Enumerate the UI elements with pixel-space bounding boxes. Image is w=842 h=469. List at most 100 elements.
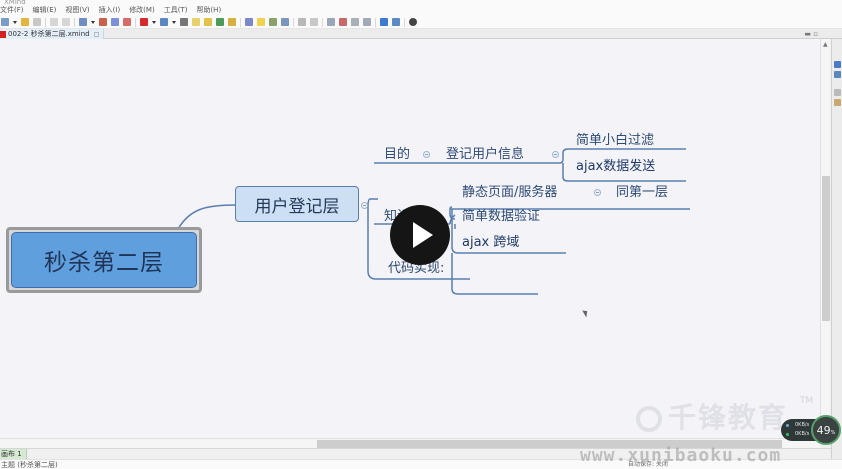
- brand-logo-icon: [636, 406, 662, 432]
- download-indicator-icon: [786, 433, 789, 436]
- toolbar-separator: [322, 17, 323, 27]
- menu-view[interactable]: 视图(V): [65, 6, 90, 14]
- properties-panel-icon[interactable]: [834, 89, 841, 96]
- main-topic-label: 用户登记层: [254, 196, 340, 217]
- menu-edit[interactable]: 编辑(E): [32, 6, 57, 14]
- trademark-mark: TM: [800, 396, 814, 406]
- subtopic-simple-filter[interactable]: 简单小白过滤: [576, 133, 655, 148]
- menu-modify[interactable]: 修改(M): [129, 6, 155, 14]
- sheet-tab-bar: 画布 1: [0, 448, 831, 460]
- url-watermark: www.xunibaoku.com: [580, 445, 782, 466]
- brainstorm-icon[interactable]: [298, 18, 306, 26]
- audio-icon[interactable]: [228, 18, 236, 26]
- vertical-scrollbar[interactable]: ▲: [820, 39, 830, 438]
- vertical-scroll-thumb[interactable]: [822, 176, 830, 321]
- style-icon[interactable]: [310, 18, 318, 26]
- download-speed: 0KB/s: [795, 431, 810, 437]
- subtopic-icon[interactable]: [99, 18, 107, 26]
- chevron-down-icon[interactable]: [13, 20, 17, 24]
- hyperlink-icon[interactable]: [216, 18, 224, 26]
- zoom-out-icon[interactable]: [363, 18, 371, 26]
- menu-help[interactable]: 帮助(H): [196, 6, 222, 14]
- xmind-file-icon: [0, 30, 6, 38]
- usage-percent: 49%: [816, 423, 836, 437]
- toolbar-separator: [74, 17, 75, 27]
- subtopic-code-implementation[interactable]: 代码实现:: [388, 261, 445, 276]
- right-side-panel: [831, 39, 842, 469]
- status-selection: 主题 (秒杀第二层): [1, 461, 58, 469]
- chevron-down-icon[interactable]: [91, 20, 95, 24]
- search-icon[interactable]: [834, 71, 841, 78]
- style-panel-icon[interactable]: [834, 99, 841, 106]
- zoom-icon[interactable]: [339, 18, 347, 26]
- central-topic-box: 秒杀第二层: [11, 232, 197, 288]
- chevron-down-icon[interactable]: [172, 20, 176, 24]
- chevron-up-icon[interactable]: ▲: [823, 41, 828, 48]
- tab-xmind-file[interactable]: 002-2 秒杀第二层.xmind: [0, 29, 104, 39]
- label-icon[interactable]: [204, 18, 212, 26]
- subtopic-register-user-info[interactable]: 登记用户信息: [446, 147, 525, 162]
- settings-icon[interactable]: [409, 18, 417, 26]
- network-monitor-widget[interactable]: 0KB/s 0KB/s 49%: [781, 415, 841, 445]
- open-icon[interactable]: [21, 18, 29, 26]
- chevron-down-icon[interactable]: [152, 20, 156, 24]
- share-icon[interactable]: [380, 18, 388, 26]
- idea-icon[interactable]: [257, 18, 265, 26]
- brand-watermark-text: 千锋教育: [668, 401, 789, 434]
- collapse-toggle-icon[interactable]: [594, 189, 601, 196]
- sheet-tab-1[interactable]: 画布 1: [0, 449, 27, 460]
- collapse-toggle-icon[interactable]: [423, 151, 430, 158]
- save-icon[interactable]: [33, 18, 41, 26]
- subtopic-static-page-server[interactable]: 静态页面/服务器: [462, 185, 558, 200]
- undo-icon[interactable]: [50, 18, 58, 26]
- horizontal-scrollbar[interactable]: [0, 438, 820, 448]
- subtopic-purpose[interactable]: 目的: [384, 147, 411, 162]
- toolbar-separator: [240, 17, 241, 27]
- attachment-icon[interactable]: [180, 18, 188, 26]
- boundary-icon[interactable]: [123, 18, 131, 26]
- redo-icon[interactable]: [62, 18, 70, 26]
- subtopic-ajax-cross-domain[interactable]: ajax 跨域: [462, 235, 520, 250]
- presentation-icon[interactable]: [245, 18, 253, 26]
- filter-icon[interactable]: [281, 18, 289, 26]
- mindmap-canvas[interactable]: 秒杀第二层 用户登记层 目的 登记用户信息 简单小白过滤 ajax数据发送 知识…: [0, 39, 820, 438]
- title-bar: XMind: [0, 0, 842, 5]
- relationship-icon[interactable]: [111, 18, 119, 26]
- menu-file[interactable]: 文件(F): [0, 6, 24, 14]
- minimize-maximize-icon[interactable]: ▬ ▫: [804, 30, 818, 38]
- subtopic-simple-validation[interactable]: 简单数据验证: [462, 209, 541, 224]
- outline-panel-icon[interactable]: [834, 61, 841, 68]
- subtopic-ajax-send[interactable]: ajax数据发送: [576, 159, 656, 174]
- main-topic[interactable]: 用户登记层: [235, 186, 359, 222]
- collapse-toggle-icon[interactable]: [552, 151, 559, 158]
- fit-icon[interactable]: [327, 18, 335, 26]
- export-icon[interactable]: [392, 18, 400, 26]
- horizontal-scroll-thumb[interactable]: [317, 440, 782, 448]
- subtopic-same-as-first-layer[interactable]: 同第一层: [616, 185, 669, 200]
- editor-tab-bar: 002-2 秒杀第二层.xmind ▬ ▫: [0, 29, 842, 39]
- toolbar-separator: [293, 17, 294, 27]
- usage-gauge: 49%: [811, 415, 841, 445]
- status-bar: 主题 (秒杀第二层) 自动保存: 关闭: [0, 459, 842, 469]
- menu-insert[interactable]: 插入(I): [98, 6, 121, 14]
- toolbar-separator: [375, 17, 376, 27]
- note-icon[interactable]: [192, 18, 200, 26]
- central-topic-label: 秒杀第二层: [44, 250, 164, 276]
- image-icon[interactable]: [160, 18, 168, 26]
- play-button[interactable]: [390, 205, 450, 265]
- marker-flag-icon[interactable]: [140, 18, 148, 26]
- menu-bar: 文件(F) 编辑(E) 视图(V) 插入(I) 修改(M) 工具(T) 帮助(H…: [0, 5, 842, 16]
- connector-lines: [177, 148, 690, 295]
- close-icon[interactable]: [93, 31, 99, 37]
- topic-icon[interactable]: [79, 18, 87, 26]
- central-topic[interactable]: 秒杀第二层: [6, 227, 202, 293]
- collapse-toggle-icon[interactable]: [361, 202, 368, 209]
- tab-label: 002-2 秒杀第二层.xmind: [8, 30, 90, 38]
- menu-tools[interactable]: 工具(T): [163, 6, 188, 14]
- status-autosave[interactable]: 自动保存: 关闭: [628, 461, 668, 468]
- new-icon[interactable]: [1, 18, 9, 26]
- toolbar-separator: [404, 17, 405, 27]
- outline-icon[interactable]: [269, 18, 277, 26]
- zoom-in-icon[interactable]: [351, 18, 359, 26]
